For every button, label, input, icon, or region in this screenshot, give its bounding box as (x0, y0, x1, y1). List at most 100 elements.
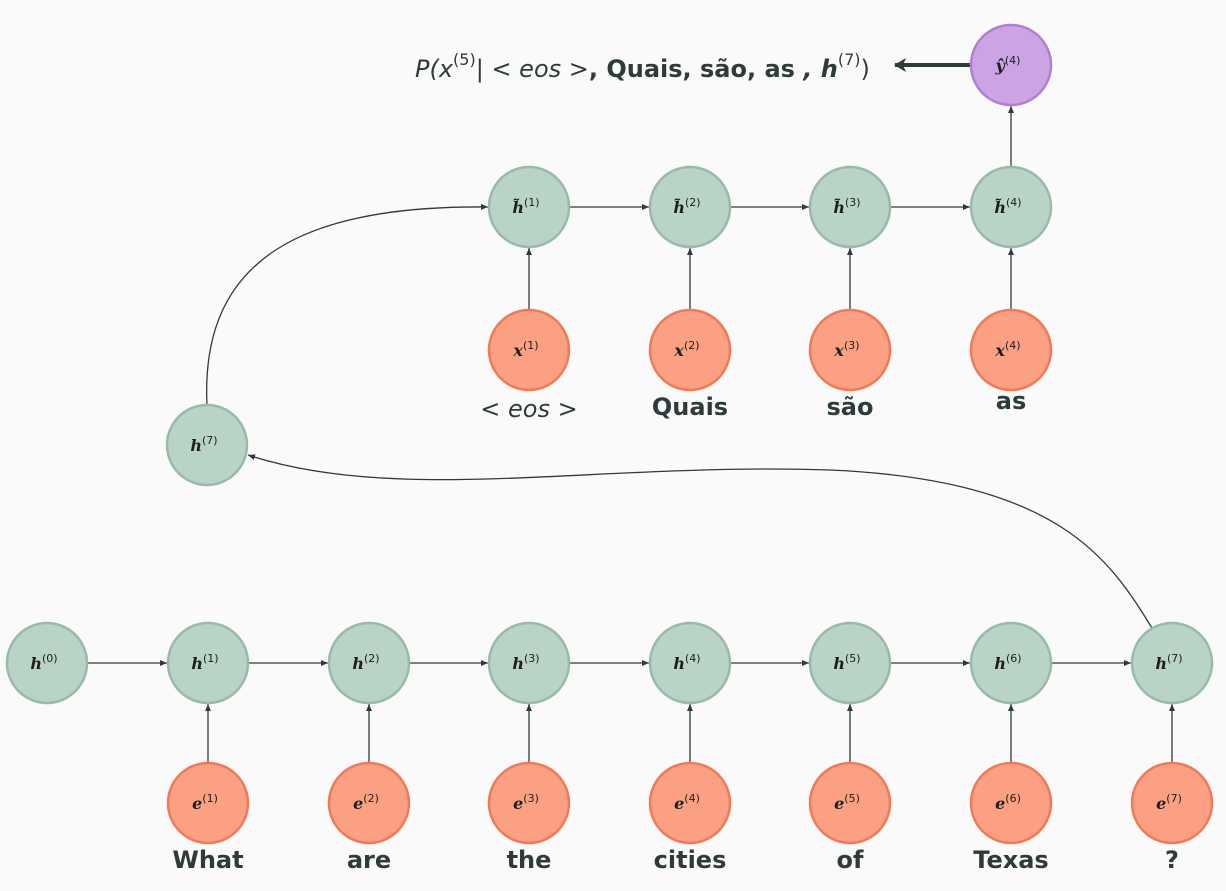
decoder-hidden-2-circle (648, 165, 732, 249)
decoder-hidden-4: h̃(4) (969, 165, 1053, 249)
decoder-hidden-4-superscript: (4) (1006, 196, 1022, 209)
decoder-word-1: < eos > (480, 395, 577, 423)
encoder-input-6-symbol: e (995, 794, 1005, 813)
context-node-symbol: h (190, 436, 202, 455)
decoder-hidden-2: h̃(2) (648, 165, 732, 249)
formula-p-sup: (5) (453, 50, 476, 69)
encoder-hidden-5-circle (808, 621, 892, 705)
decoder-input-2: x(2) (648, 308, 732, 392)
formula-bar: | (476, 55, 492, 83)
decoder-input-2-symbol: x (673, 341, 684, 360)
context-node-circle (165, 403, 249, 487)
decoder-hidden-3-label: h̃(3) (833, 196, 860, 217)
encoder-hidden-6-symbol: h (994, 654, 1006, 673)
encoder-hidden-2-label: h(2) (352, 652, 379, 673)
decoder-input-3-label: x(3) (833, 339, 859, 360)
encoder-word-3: the (507, 846, 552, 874)
decoder-hidden-1-superscript: (1) (524, 196, 540, 209)
encoder-input-1: e(1) (166, 761, 250, 845)
encoder-input-2: e(2) (327, 761, 411, 845)
formula-p: P(x (415, 55, 454, 83)
encoder-input-1-label: e(1) (192, 792, 218, 813)
encoder-hidden-3-superscript: (3) (524, 652, 540, 665)
context-node-label: h(7) (190, 434, 217, 455)
encoder-hidden-5-symbol: h (833, 654, 845, 673)
output-node-circle (969, 23, 1053, 107)
encoder-hidden-6-circle (969, 621, 1053, 705)
decoder-hidden-1: h̃(1) (487, 165, 571, 249)
decoder-hidden-1-label: h̃(1) (512, 196, 539, 217)
context-to-decoder-arrow (206, 203, 489, 406)
edges (87, 58, 1175, 763)
encoder-hidden-1: h(1) (166, 621, 250, 705)
encoder-input-6-superscript: (6) (1005, 792, 1021, 805)
decoder-hidden-3-symbol: h̃ (833, 198, 845, 217)
output-node-symbol: ŷ (995, 56, 1007, 75)
context-node-superscript: (7) (202, 434, 218, 447)
encoder-input-2-symbol: e (353, 794, 363, 813)
encoder-input-1-symbol: e (192, 794, 202, 813)
decoder-input-2-label: x(2) (673, 339, 699, 360)
encoder-input-7-symbol: e (1156, 794, 1166, 813)
decoder-input-1-circle (487, 308, 571, 392)
decoder-hidden-2-label: h̃(2) (673, 196, 700, 217)
encoder-hidden-7-symbol: h (1155, 654, 1167, 673)
encoder-hidden-5-superscript: (5) (845, 652, 861, 665)
encoder-hidden-6-superscript: (6) (1006, 652, 1022, 665)
encoder-input-7-circle (1130, 761, 1214, 845)
encoder-hidden-7: h(7) (1130, 621, 1214, 705)
encoder-input-1-superscript: (1) (202, 792, 218, 805)
encoder-input-5-symbol: e (834, 794, 844, 813)
encoder-word-1: What (172, 846, 243, 874)
encoder-input-3-symbol: e (513, 794, 523, 813)
decoder-input-1: x(1) (487, 308, 571, 392)
formula-h-sup: (7) (838, 50, 861, 69)
decoder-hidden-4-circle (969, 165, 1053, 249)
encoder-hidden-4-symbol: h (673, 654, 685, 673)
encoder-input-7-label: e(7) (1156, 792, 1182, 813)
decoder-input-1-symbol: x (512, 341, 523, 360)
encoder-input-1-circle (166, 761, 250, 845)
encoder-hidden-4-circle (648, 621, 732, 705)
encoder-hidden-3: h(3) (487, 621, 571, 705)
decoder-word-4: as (996, 387, 1026, 415)
encoder-word-5: of (837, 846, 864, 874)
encoder-input-5-superscript: (5) (844, 792, 860, 805)
decoder-hidden-3-circle (808, 165, 892, 249)
formula-close: ) (861, 55, 870, 83)
decoder-hidden-2-superscript: (2) (685, 196, 701, 209)
output-node: ŷ(4) (969, 23, 1053, 107)
decoder-input-4-symbol: x (994, 341, 1005, 360)
encoder-word-6: Texas (973, 846, 1048, 874)
decoder-hidden-2-symbol: h̃ (673, 198, 685, 217)
decoder-hidden-3: h̃(3) (808, 165, 892, 249)
encoder-hidden-3-label: h(3) (512, 652, 539, 673)
encoder-input-7: e(7) (1130, 761, 1214, 845)
encoder-input-5: e(5) (808, 761, 892, 845)
decoder-input-4: x(4) (969, 308, 1053, 392)
encoder-hidden-3-symbol: h (512, 654, 524, 673)
encoder-hidden-5-label: h(5) (833, 652, 860, 673)
decoder-word-2: Quais (652, 393, 728, 421)
decoder-input-2-superscript: (2) (684, 339, 700, 352)
decoder-input-4-circle (969, 308, 1053, 392)
encoder-hidden-2-circle (327, 621, 411, 705)
encoder-hidden-7-circle (1130, 621, 1214, 705)
decoder-input-1-superscript: (1) (523, 339, 539, 352)
encoder-input-4-superscript: (4) (684, 792, 700, 805)
encoder-input-4: e(4) (648, 761, 732, 845)
decoder-input-3-circle (808, 308, 892, 392)
output-node-label: ŷ(4) (995, 54, 1021, 75)
encoder-word-2: are (347, 846, 391, 874)
encoder-input-5-circle (808, 761, 892, 845)
context-node: h(7) (165, 403, 249, 487)
encoder-input-3: e(3) (487, 761, 571, 845)
encoder-input-4-label: e(4) (674, 792, 700, 813)
encoder-hidden-0: h(0) (5, 621, 89, 705)
encoder-to-context-arrow (247, 454, 1153, 629)
decoder-input-2-circle (648, 308, 732, 392)
decoder-input-1-label: x(1) (512, 339, 538, 360)
encoder-word-4: cities (654, 846, 727, 874)
